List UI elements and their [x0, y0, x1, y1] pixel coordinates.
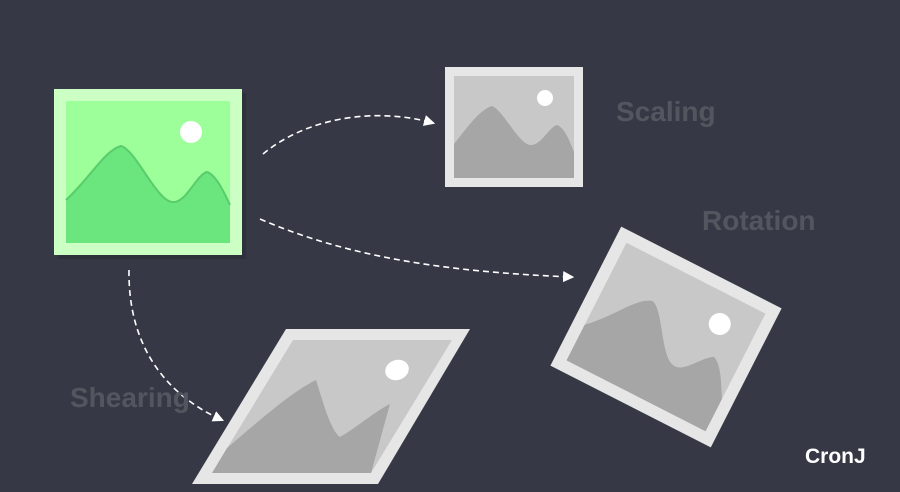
rotation-label: Rotation: [702, 205, 816, 236]
scaled-image-icon: [445, 67, 583, 187]
rotation-arrow: [259, 218, 575, 283]
original-image-icon: [54, 89, 246, 259]
scaling-label: Scaling: [616, 96, 716, 127]
sheared-image-icon: [192, 329, 470, 484]
shearing-label: Shearing: [70, 382, 190, 413]
rotated-image-icon: [550, 226, 782, 448]
brand-logo-text: CronJ: [805, 445, 866, 468]
scaling-arrow: [262, 114, 436, 155]
shearing-arrow: [128, 269, 225, 422]
